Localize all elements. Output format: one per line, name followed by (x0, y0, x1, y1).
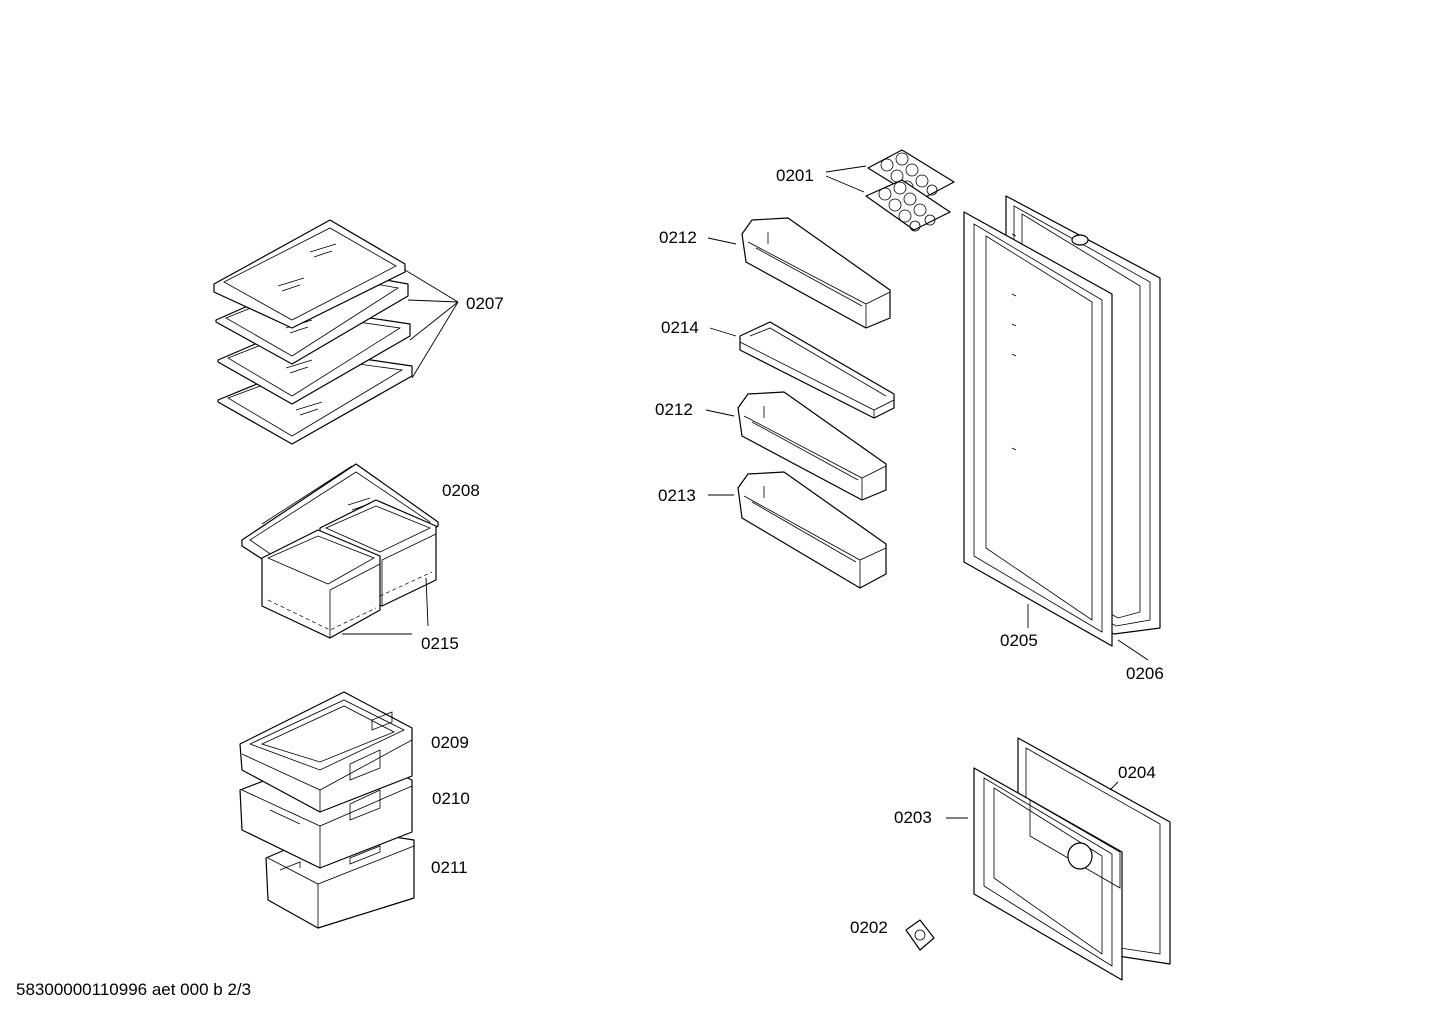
freezer-drawers (239, 691, 415, 929)
upper-door (963, 195, 1161, 661)
drawing-reference: 58300000110996 aet 000 b 2/3 (16, 980, 252, 999)
door-gasket-0203 (973, 767, 1123, 981)
label-0211: 0211 (431, 858, 468, 877)
door-rack-0213 (737, 471, 887, 589)
label-0209: 0209 (431, 733, 469, 752)
crisper-assembly (241, 463, 439, 639)
freezer-door (946, 737, 1171, 981)
glass-shelves (213, 219, 459, 445)
glass-shelf-1 (213, 219, 406, 329)
label-0207: 0207 (466, 294, 504, 313)
label-0202: 0202 (850, 918, 888, 937)
label-0212-middle: 0212 (655, 400, 693, 419)
label-0212-top: 0212 (659, 228, 697, 247)
egg-tray-lower (865, 179, 951, 232)
door-racks (705, 217, 895, 589)
label-0214: 0214 (661, 318, 699, 337)
label-0203: 0203 (894, 808, 932, 827)
freezer-drawer-0209 (239, 691, 413, 813)
egg-trays (825, 149, 955, 232)
label-0210: 0210 (432, 789, 470, 808)
door-rack-0212-top (741, 217, 891, 329)
label-0208: 0208 (442, 481, 480, 500)
label-0213: 0213 (658, 486, 696, 505)
label-0206: 0206 (1126, 664, 1164, 683)
label-0201: 0201 (776, 166, 814, 185)
label-0204: 0204 (1118, 763, 1156, 782)
door-gasket-0205 (963, 211, 1113, 647)
door-rack-slots (1011, 233, 1017, 451)
knob-0202 (905, 919, 935, 951)
callout-labels: 0201 0212 0207 0214 0212 0208 0213 0205 … (421, 166, 1164, 937)
door-rack-0212-middle (737, 391, 887, 501)
label-0205: 0205 (1000, 631, 1038, 650)
label-0215: 0215 (421, 634, 459, 653)
door-rack-0214 (739, 321, 895, 419)
